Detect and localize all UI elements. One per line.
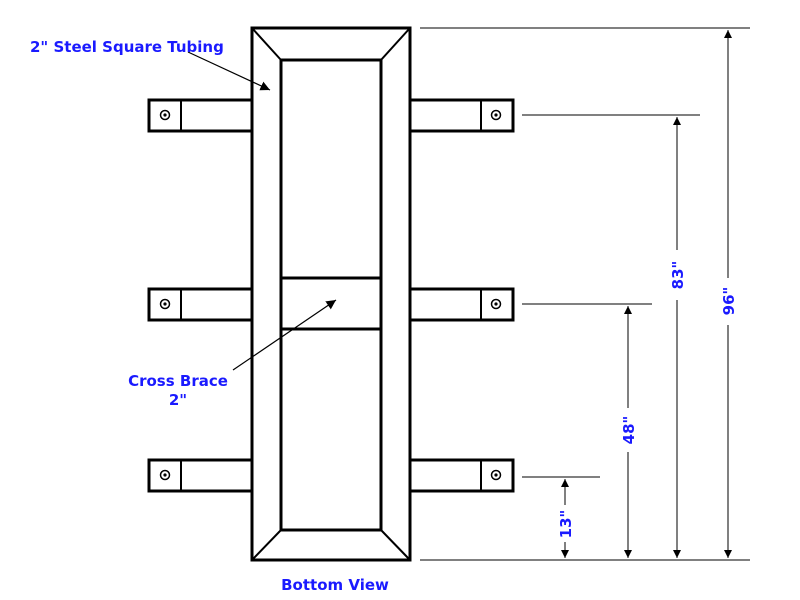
steel-frame: [250, 26, 412, 562]
cross-brace-leader-arrow: [232, 299, 337, 371]
cross-brace-label: Cross Brace: [128, 372, 228, 390]
cross-brace: [281, 276, 381, 331]
dimension-48-label: 48": [620, 416, 638, 445]
bracket-left-middle: [147, 287, 254, 322]
bracket-left-bottom: [147, 458, 254, 493]
dimension-96-label: 96": [720, 287, 738, 316]
dimension-13-label: 13": [557, 510, 575, 539]
bracket-left-top: [147, 98, 254, 133]
bracket-right-middle: [408, 287, 515, 322]
cross-brace-size-label: 2": [169, 391, 187, 409]
dimension-83-label: 83": [669, 261, 687, 290]
tubing-leader-arrow: [187, 51, 271, 91]
tubing-label: 2" Steel Square Tubing: [30, 38, 224, 56]
extension-lines: [420, 27, 750, 561]
bracket-right-top: [408, 98, 515, 133]
bottom-view-label: Bottom View: [281, 576, 389, 594]
bracket-right-bottom: [408, 458, 515, 493]
